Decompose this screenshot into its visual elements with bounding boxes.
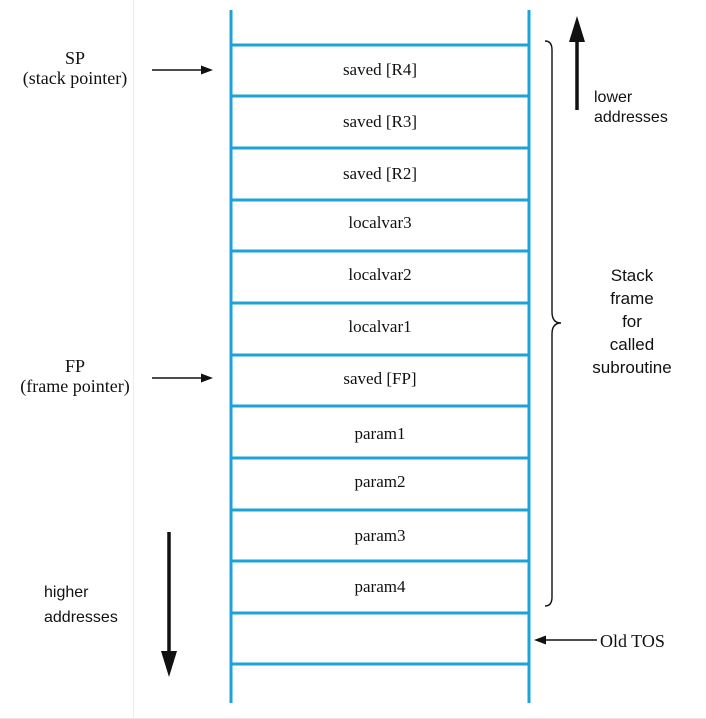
brace-label-line: called <box>609 335 655 354</box>
stack-slot: param2 <box>354 472 406 491</box>
stack-row-lines <box>231 43 529 666</box>
brace-label-line: Stack <box>610 266 654 285</box>
stack-slot: param1 <box>354 424 406 443</box>
lower-label-line: lower <box>594 89 633 106</box>
higher-label-line: addresses <box>44 609 118 626</box>
higher-label-line: higher <box>44 584 89 601</box>
stack-slot: saved [R3] <box>342 112 418 131</box>
fp-name: FP <box>64 356 86 376</box>
sp-name: SP <box>64 48 86 68</box>
sp-desc: (stack pointer) <box>22 68 128 88</box>
stack-slot: saved [R2] <box>342 164 418 183</box>
divider-line <box>133 0 134 719</box>
brace-label-line: for <box>622 312 642 331</box>
lower-label-line: addresses <box>594 109 668 126</box>
brace-label-line: subroutine <box>592 358 672 377</box>
brace-label-line: frame <box>610 289 654 308</box>
lower-addresses-label: lower addresses <box>594 88 668 128</box>
higher-addresses-arrow <box>161 532 177 677</box>
stack-slot: localvar1 <box>348 317 412 336</box>
stack-frame-label: Stack frame for called subroutine <box>576 264 688 379</box>
sp-arrow <box>152 65 213 75</box>
old-tos-arrow <box>534 635 597 645</box>
sp-label: SP (stack pointer) <box>0 48 150 88</box>
old-tos-label: Old TOS <box>600 631 665 651</box>
higher-addresses-label: higher addresses <box>44 580 118 630</box>
stack-slot: saved [R4] <box>342 60 418 79</box>
fp-desc: (frame pointer) <box>20 376 130 396</box>
stack-slot: param3 <box>354 526 406 545</box>
stack-slot: localvar3 <box>348 213 412 232</box>
lower-addresses-arrow <box>569 16 585 110</box>
stack-slot: localvar2 <box>348 265 412 284</box>
fp-label: FP (frame pointer) <box>0 356 150 396</box>
stack-slot: param4 <box>354 577 406 596</box>
stack-slot: saved [FP] <box>343 369 417 388</box>
stack-frame-brace <box>544 40 562 607</box>
fp-arrow <box>152 373 213 383</box>
